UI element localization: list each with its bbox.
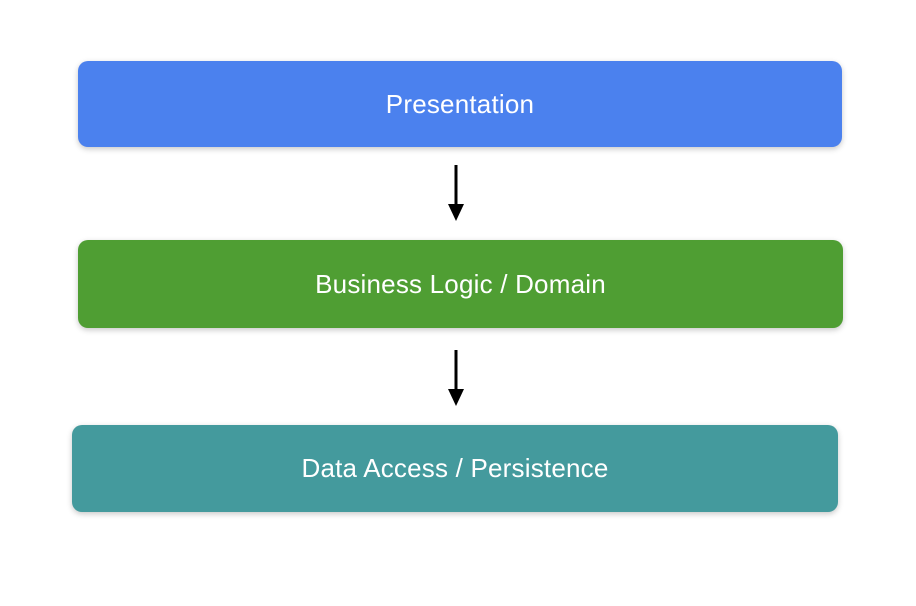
down-arrow-icon [445,348,467,408]
layer-node-presentation: Presentation [78,61,842,147]
layer-node-business-logic: Business Logic / Domain [78,240,843,328]
down-arrow-icon [445,163,467,223]
layer-label-presentation: Presentation [385,88,535,119]
layer-label-data-access: Data Access / Persistence [301,453,609,483]
layer-label-business-logic: Business Logic / Domain [315,268,606,299]
layer-node-data-access: Data Access / Persistence [72,425,838,512]
